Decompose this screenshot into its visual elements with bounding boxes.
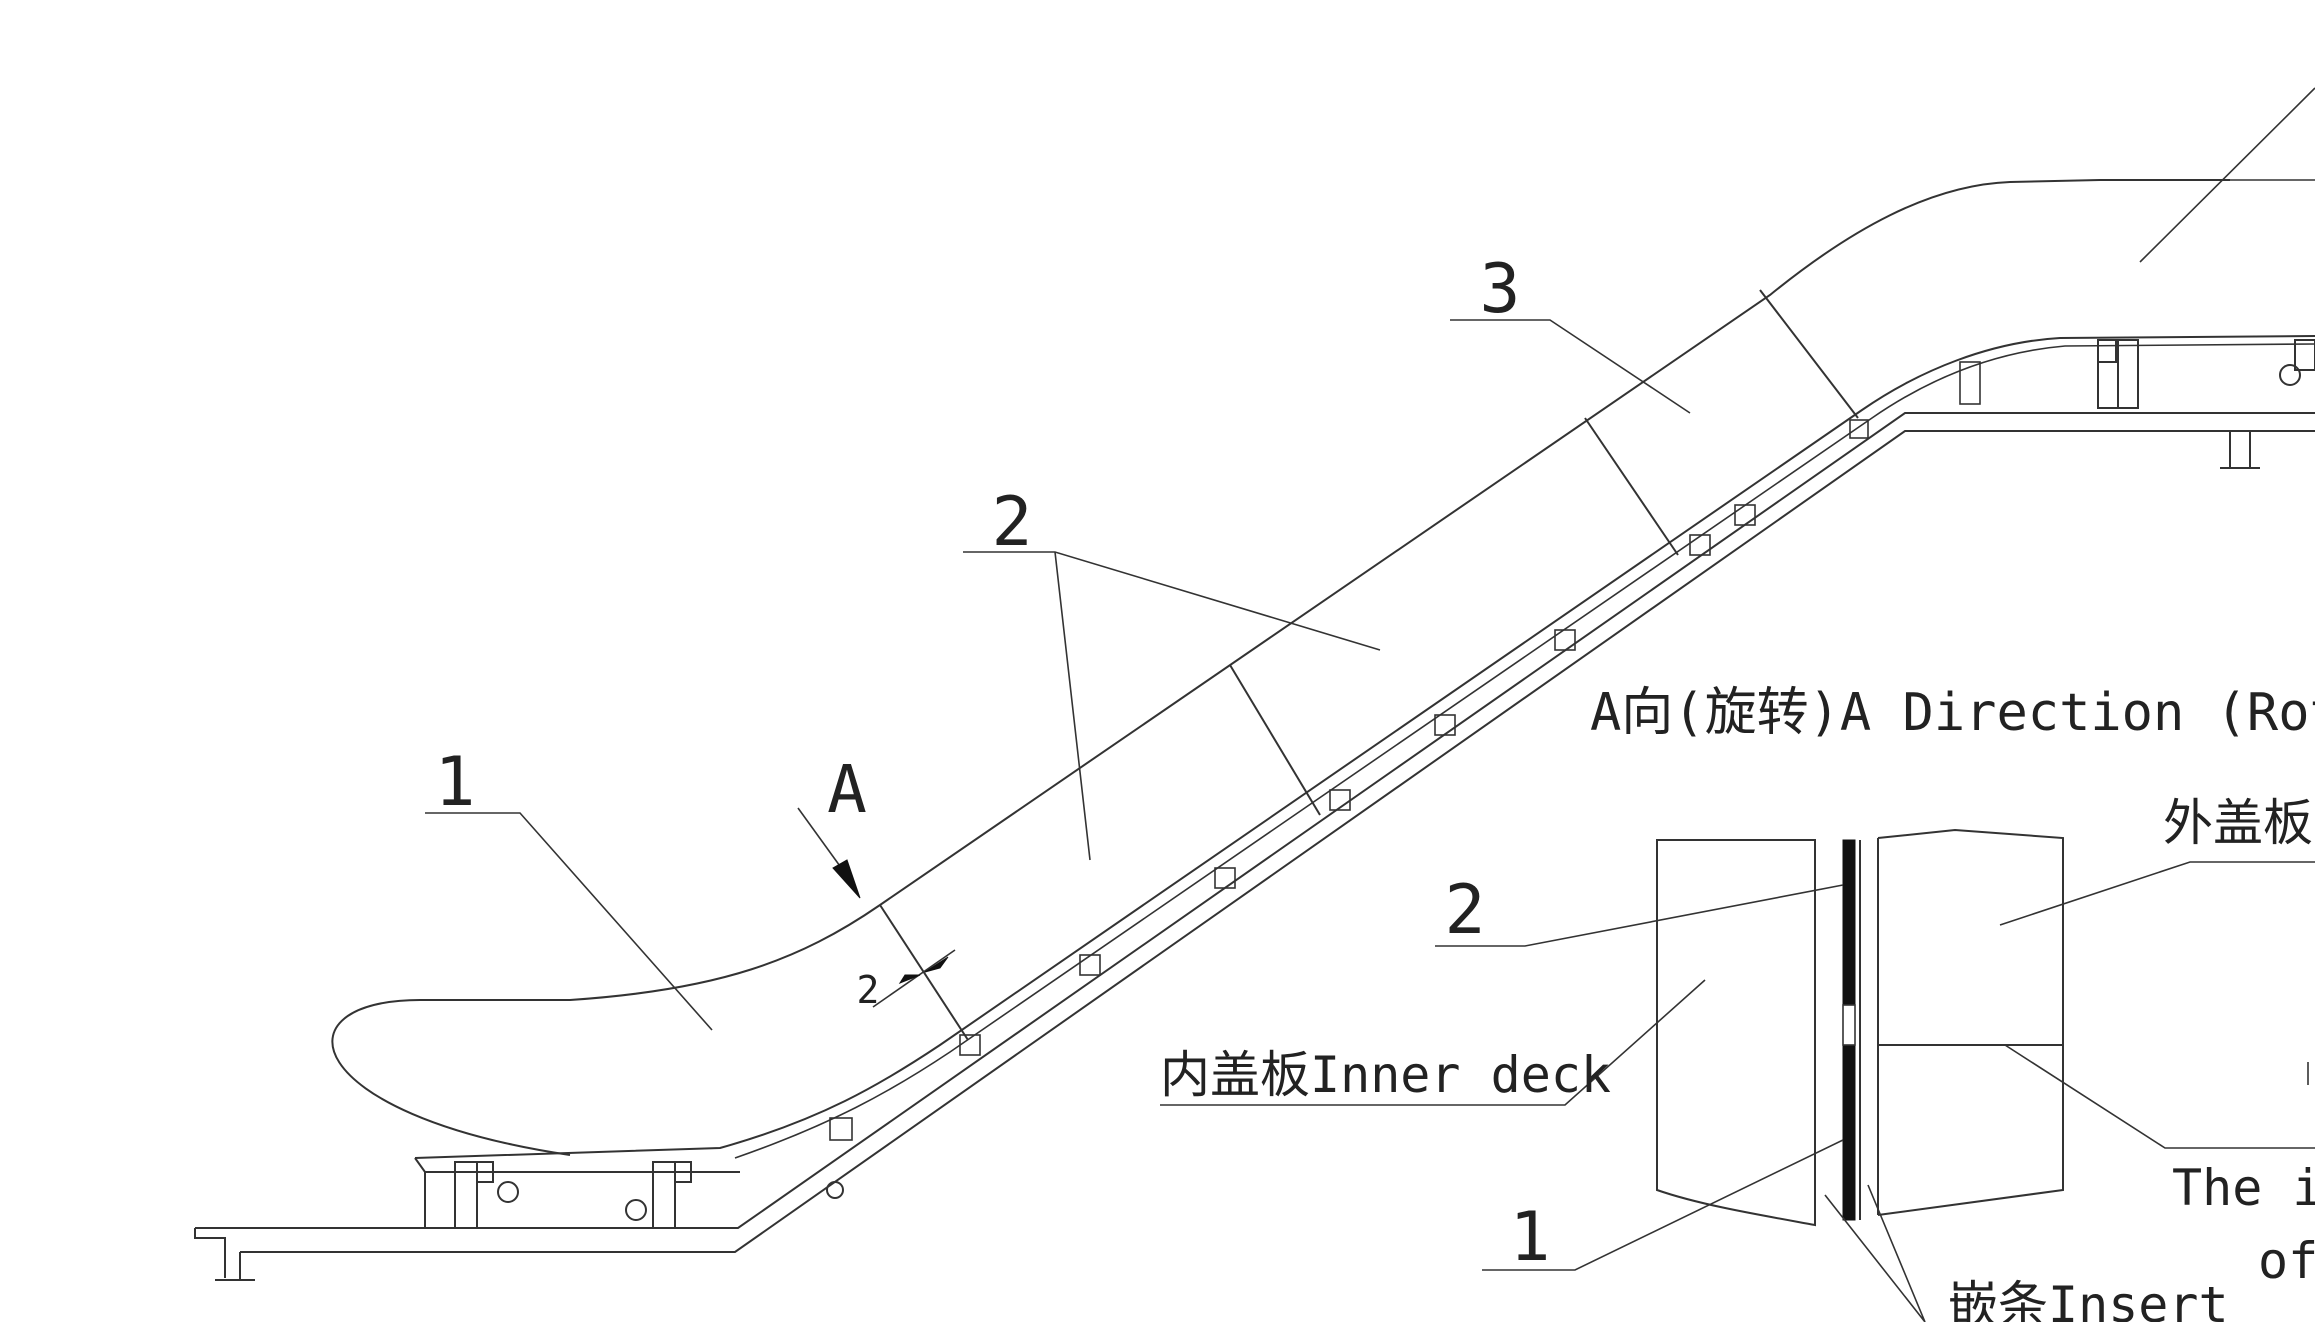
detail-leader-2 [1435, 884, 1844, 947]
balloon-3: 3 [1480, 250, 1521, 329]
upper-roller-1 [2279, 364, 2301, 386]
balustrade-lower-edge-2 [734, 343, 2315, 1159]
incline-clamps [829, 361, 1981, 1141]
detail-view-a [1160, 828, 2315, 1322]
dimension-arrow-1 [898, 974, 921, 985]
lower-end-bracket [194, 1228, 255, 1281]
leader-upper [2139, 87, 2315, 263]
lower-roller-3 [826, 1181, 844, 1199]
lower-post-1-cap [476, 1161, 494, 1183]
detail-inner-deck-outline [1656, 839, 1816, 1227]
upper-post-1-cap [2097, 339, 2117, 363]
detail-insert-strip-lower [1842, 1044, 1856, 1221]
label-interior-line2: of [2258, 1232, 2315, 1290]
balustrade-lower-edge [414, 335, 2315, 1159]
panel-joint-2 [1229, 664, 1321, 816]
label-inner-deck: 内盖板Inner deck [1160, 1046, 1611, 1104]
leader-3 [1450, 319, 1691, 414]
label-outer-deck: 外盖板Ou [2163, 794, 2315, 852]
detail-leader-outer-deck [1999, 861, 2315, 926]
balloon-2: 2 [992, 483, 1033, 562]
leader-2 [963, 551, 1381, 861]
detail-leader-interior [2004, 1044, 2315, 1149]
detail-balloon-2: 2 [1445, 871, 1486, 950]
panel-joint-4 [1759, 289, 1859, 419]
detail-leader-1 [1482, 1139, 1844, 1271]
detail-balloon-1: 1 [1510, 1198, 1551, 1277]
detail-insert-gap [1842, 1004, 1856, 1046]
dimension-arrow-2 [924, 956, 949, 973]
lower-post-1 [454, 1161, 478, 1229]
label-interior-line1: The in [2172, 1159, 2315, 1217]
detail-leader-insert [1824, 1184, 1926, 1322]
lower-roller-2 [625, 1199, 647, 1221]
detail-outer-deck-outline [1877, 828, 2064, 1216]
label-insert: 嵌条Insert [1948, 1276, 2229, 1322]
escalator-side-view [194, 87, 2315, 1281]
lower-landing-frame [414, 1157, 740, 1228]
upper-support-leg [2220, 431, 2260, 469]
dimension-line [872, 949, 956, 1008]
dimension-text: 2 [857, 968, 880, 1012]
panel-joint-3 [1584, 417, 1679, 556]
lower-post-2-cap [674, 1161, 692, 1183]
detail-title: A向(旋转)A Direction (Rotati [1590, 683, 2315, 743]
view-letter-A: A [827, 751, 867, 828]
upper-post-3 [2294, 339, 2315, 371]
detail-leader-inner-deck [1160, 979, 1706, 1106]
truss-bottom-inner [240, 430, 2315, 1253]
detail-insert-strip-upper [1842, 839, 1856, 1006]
upper-post-2 [2117, 339, 2139, 409]
balloon-1: 1 [435, 743, 476, 822]
lower-roller-1 [497, 1181, 519, 1203]
leader-1 [425, 812, 713, 1031]
view-arrow-A-head [832, 859, 861, 899]
lower-post-2 [652, 1161, 676, 1229]
balustrade-top-outline [331, 179, 2230, 1156]
